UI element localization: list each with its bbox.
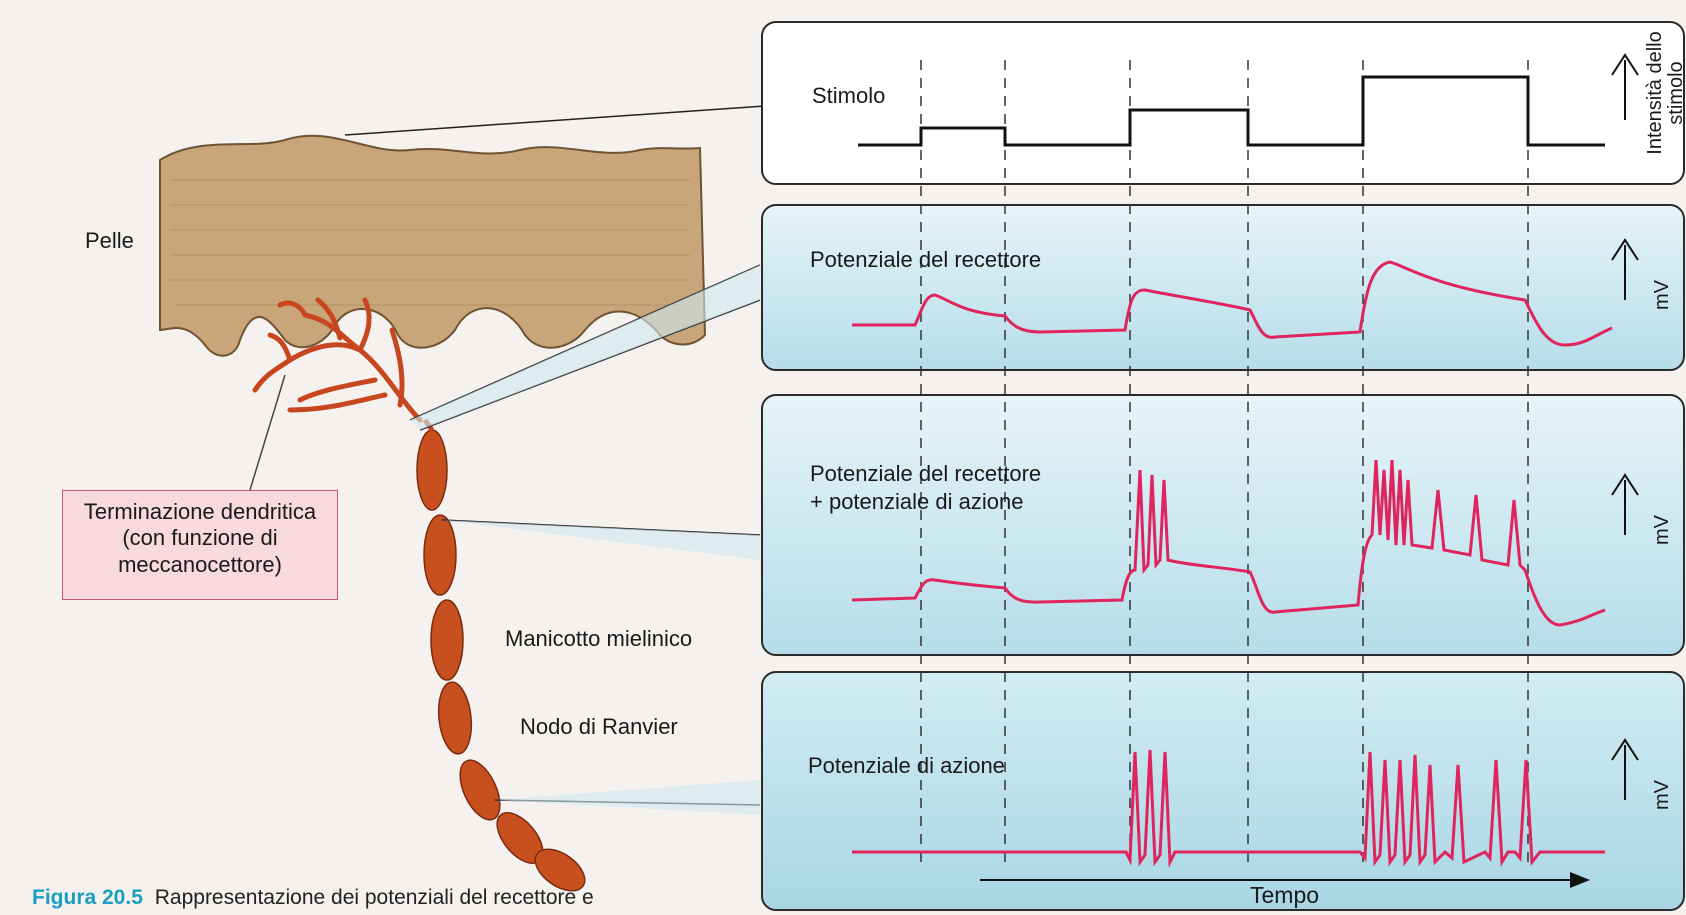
axon xyxy=(417,430,592,899)
figure-caption: Figura 20.5 Rappresentazione dei potenzi… xyxy=(32,886,594,910)
dendritic-line2: (con funzione di xyxy=(63,525,337,551)
panel-stimolo xyxy=(762,22,1684,184)
caption-figure-number: Figura 20.5 xyxy=(32,886,143,909)
caption-text: Rappresentazione dei potenziali del rece… xyxy=(155,886,594,909)
axis-label-stimolo-line2: stimolo xyxy=(1666,28,1686,158)
axis-label-mv-2: mV xyxy=(1652,515,1673,545)
dendritic-line3: meccanocettore) xyxy=(63,552,337,578)
axis-label-stimolo-line1: Intensità dello xyxy=(1645,28,1666,158)
panel-title-line2: + potenziale di azione xyxy=(810,488,1041,516)
panel-title-stimolo: Stimolo xyxy=(812,82,885,110)
axis-label-mv-3: mV xyxy=(1652,780,1673,810)
axis-label-mv-1: mV xyxy=(1652,280,1673,310)
panel-title-recettore: Potenziale del recettore xyxy=(810,246,1041,274)
panel-title-line1: Potenziale del recettore xyxy=(810,460,1041,488)
panel-title-azione: Potenziale di azione xyxy=(808,752,1005,780)
axis-label-stimolo: Intensità dello stimolo xyxy=(1645,28,1686,158)
panel-recettore xyxy=(762,205,1684,370)
skin-block xyxy=(160,136,705,356)
label-ranvier: Nodo di Ranvier xyxy=(520,714,678,740)
panel-title-recettore-azione: Potenziale del recettore + potenziale di… xyxy=(810,460,1041,515)
dendritic-line1: Terminazione dendritica xyxy=(63,499,337,525)
dendritic-terminal-callout: Terminazione dendritica (con funzione di… xyxy=(62,490,338,600)
panel-azione xyxy=(762,672,1684,910)
label-pelle: Pelle xyxy=(85,228,134,254)
label-myelin: Manicotto mielinico xyxy=(505,626,692,652)
time-axis-label: Tempo xyxy=(1250,882,1319,909)
